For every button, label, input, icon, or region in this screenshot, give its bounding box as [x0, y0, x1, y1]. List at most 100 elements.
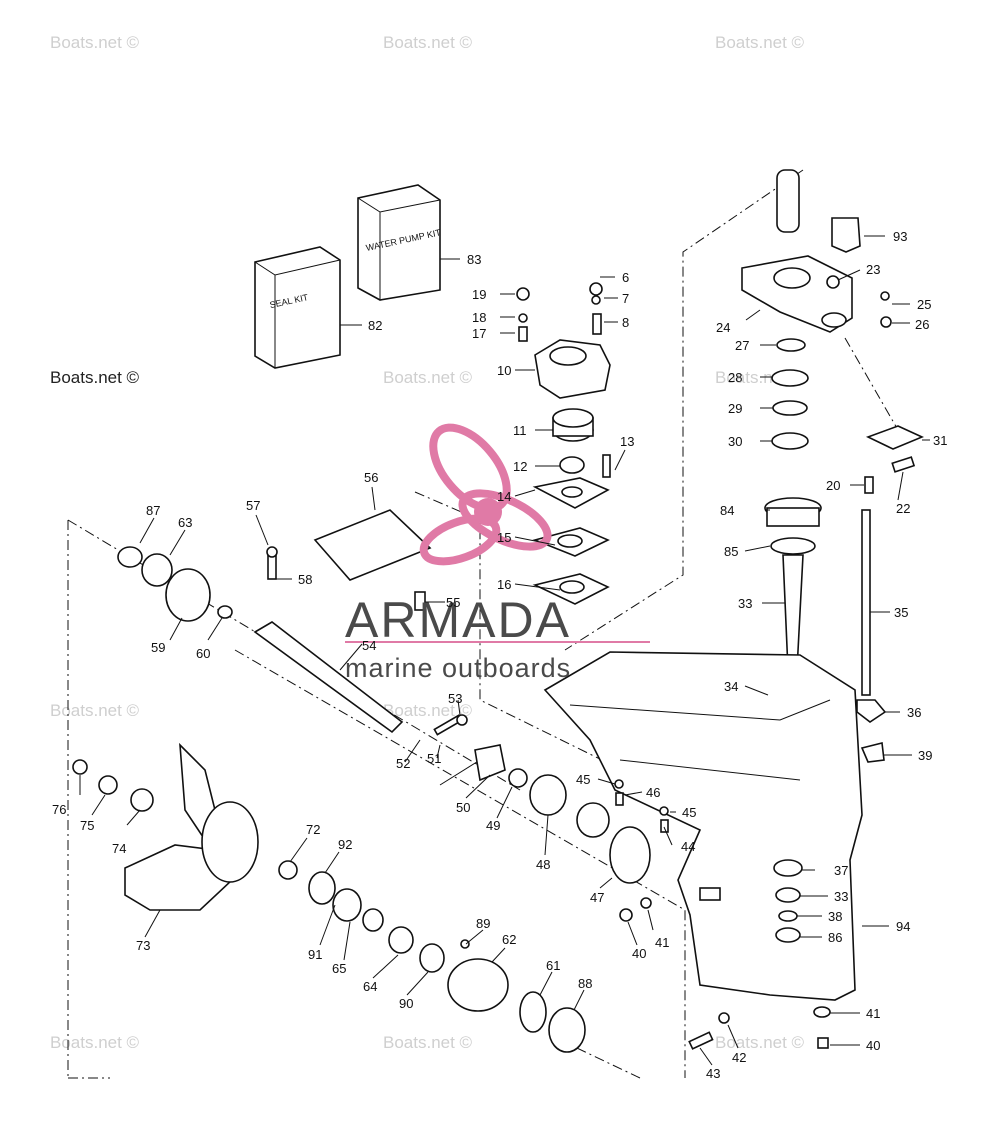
- callout-label: 38: [828, 909, 842, 924]
- callout-numbers: 93 6 19 7 18 8 17 83 82 23 25 24 26 27 1…: [52, 229, 947, 1081]
- callout-label: 33: [834, 889, 848, 904]
- callout-label: 89: [476, 916, 490, 931]
- callout-label: 40: [632, 946, 646, 961]
- callout-label: 31: [933, 433, 947, 448]
- callout-label: 20: [826, 478, 840, 493]
- callout-label: 55: [446, 595, 460, 610]
- callout-label: 64: [363, 979, 377, 994]
- callout-label: 26: [915, 317, 929, 332]
- callout-label: 43: [706, 1066, 720, 1081]
- callout-label: 7: [622, 291, 629, 306]
- callout-label: 36: [907, 705, 921, 720]
- callout-label: 58: [298, 572, 312, 587]
- callout-label: 30: [728, 434, 742, 449]
- callout-label: 42: [732, 1050, 746, 1065]
- callout-label: 82: [368, 318, 382, 333]
- callout-label: 73: [136, 938, 150, 953]
- callout-label: 93: [893, 229, 907, 244]
- callout-label: 40: [866, 1038, 880, 1053]
- callout-label: 18: [472, 310, 486, 325]
- brand-name: ARMADA: [345, 592, 571, 648]
- callout-label: 45: [682, 805, 696, 820]
- watermark: Boats.net ©: [50, 33, 140, 52]
- callout-label: 84: [720, 503, 734, 518]
- callout-label: 23: [866, 262, 880, 277]
- callout-label: 29: [728, 401, 742, 416]
- callout-label: 17: [472, 326, 486, 341]
- callout-label: 53: [448, 691, 462, 706]
- callout-label: 90: [399, 996, 413, 1011]
- callout-label: 35: [894, 605, 908, 620]
- callout-label: 94: [896, 919, 910, 934]
- propeller-parts: [72, 742, 831, 1053]
- callout-label: 52: [396, 756, 410, 771]
- callout-label: 45: [576, 772, 590, 787]
- watermark: Boats.net ©: [50, 368, 140, 387]
- gear-housing: [543, 651, 863, 1001]
- callout-label: 65: [332, 961, 346, 976]
- callout-label: 28: [728, 370, 742, 385]
- callout-label: 11: [513, 423, 527, 438]
- callout-label: 60: [196, 646, 210, 661]
- callout-label: 14: [497, 489, 511, 504]
- callout-label: 72: [306, 822, 320, 837]
- callout-label: 51: [427, 751, 441, 766]
- callout-label: 12: [513, 459, 527, 474]
- armada-logo: ARMADA marine outboards: [345, 423, 650, 683]
- callout-label: 19: [472, 287, 486, 302]
- callout-label: 56: [364, 470, 378, 485]
- callout-label: 44: [681, 839, 695, 854]
- callout-label: 83: [467, 252, 481, 267]
- propeller-logo-icon: [419, 423, 552, 566]
- callout-label: 16: [497, 577, 511, 592]
- callout-label: 85: [724, 544, 738, 559]
- callout-label: 41: [655, 935, 669, 950]
- watermark: Boats.net ©: [383, 368, 473, 387]
- seal-kit-box: SEAL KIT: [254, 246, 341, 369]
- callout-label: 59: [151, 640, 165, 655]
- callout-label: 63: [178, 515, 192, 530]
- callout-label: 88: [578, 976, 592, 991]
- callout-label: 50: [456, 800, 470, 815]
- callout-label: 13: [620, 434, 634, 449]
- callout-label: 47: [590, 890, 604, 905]
- watermark: Boats.net ©: [50, 1033, 140, 1052]
- callout-label: 91: [308, 947, 322, 962]
- callout-label: 24: [716, 320, 730, 335]
- callout-label: 46: [646, 785, 660, 800]
- callout-label: 34: [724, 679, 738, 694]
- callout-label: 10: [497, 363, 511, 378]
- callout-label: 25: [917, 297, 931, 312]
- watermark: Boats.net ©: [383, 1033, 473, 1052]
- callout-label: 92: [338, 837, 352, 852]
- watermark: Boats.net ©: [383, 701, 473, 720]
- callout-label: 37: [834, 863, 848, 878]
- callout-label: 49: [486, 818, 500, 833]
- callout-label: 22: [896, 501, 910, 516]
- callout-label: 6: [622, 270, 629, 285]
- callout-label: 48: [536, 857, 550, 872]
- callout-label: 57: [246, 498, 260, 513]
- callout-label: 27: [735, 338, 749, 353]
- callout-label: 86: [828, 930, 842, 945]
- watermark: Boats.net ©: [715, 1033, 805, 1052]
- callout-label: 74: [112, 841, 126, 856]
- callout-label: 33: [738, 596, 752, 611]
- water-pump-kit-box: WATER PUMP KIT: [357, 184, 442, 301]
- water-pump-parts: [516, 282, 611, 605]
- brand-tagline: marine outboards: [345, 653, 571, 683]
- callout-label: 61: [546, 958, 560, 973]
- callout-label: 8: [622, 315, 629, 330]
- callout-label: 62: [502, 932, 516, 947]
- callout-label: 75: [80, 818, 94, 833]
- callout-label: 15: [497, 530, 511, 545]
- callout-label: 41: [866, 1006, 880, 1021]
- callout-label: 54: [362, 638, 376, 653]
- watermark: Boats.net ©: [50, 701, 140, 720]
- callout-leaders: [79, 235, 930, 1066]
- callout-label: 76: [52, 802, 66, 817]
- watermark: Boats.net ©: [383, 33, 473, 52]
- watermark: Boats.net ©: [715, 33, 805, 52]
- propeller-shaft-parts: [117, 509, 669, 884]
